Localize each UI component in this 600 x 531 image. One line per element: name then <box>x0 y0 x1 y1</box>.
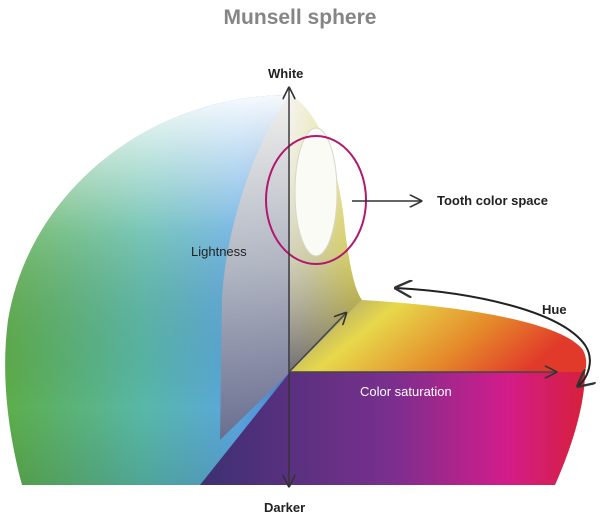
tooth-highlight-ring <box>265 135 367 265</box>
sphere-highlight <box>5 95 290 485</box>
hue-label: Hue <box>542 302 567 317</box>
tooth-color-space-label: Tooth color space <box>437 193 548 208</box>
saturation-slab-front <box>200 372 585 485</box>
white-label: White <box>268 66 304 81</box>
darker-label: Darker <box>264 500 306 515</box>
hue-direction-arrow <box>288 313 346 373</box>
hue-curved-arrow <box>396 288 590 386</box>
tooth-color-space-ellipse <box>294 127 338 257</box>
color-saturation-label: Color saturation <box>360 384 452 399</box>
lightness-label: Lightness <box>191 244 247 259</box>
diagram-title: Munsell sphere <box>223 6 377 29</box>
lightness-inner-face <box>220 95 290 440</box>
